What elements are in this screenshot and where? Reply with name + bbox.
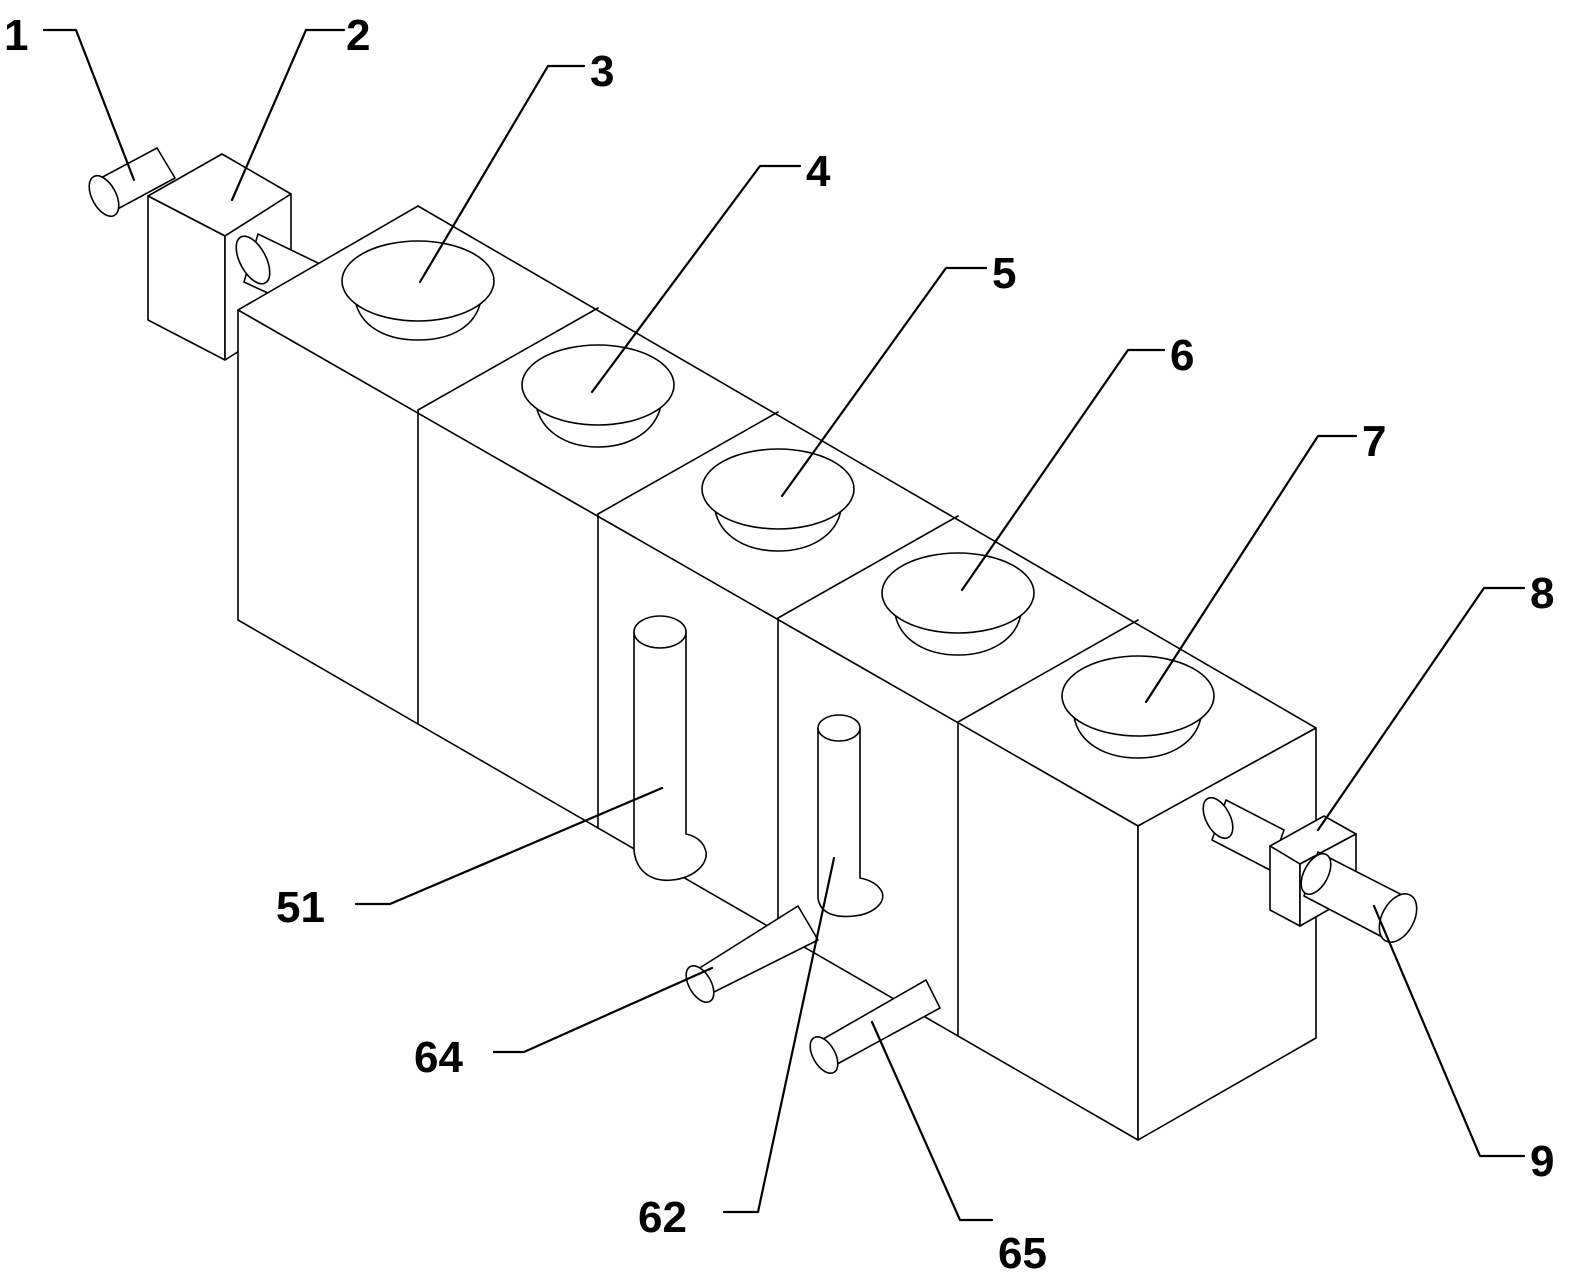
side-pipe-64 bbox=[685, 905, 819, 1003]
callout-labels: 1 2 3 4 5 6 7 8 9 51 64 62 65 bbox=[4, 11, 1554, 1278]
label-5: 5 bbox=[992, 249, 1016, 298]
label-9: 9 bbox=[1530, 1137, 1554, 1186]
label-4: 4 bbox=[806, 147, 831, 196]
label-6: 6 bbox=[1170, 331, 1194, 380]
outlet-pipe bbox=[1300, 851, 1418, 943]
lid-6 bbox=[881, 552, 1035, 656]
lid-3 bbox=[341, 240, 495, 341]
label-51: 51 bbox=[276, 883, 325, 932]
label-2: 2 bbox=[346, 11, 370, 60]
lid-7 bbox=[1061, 655, 1215, 759]
inlet-pipe bbox=[88, 147, 176, 218]
side-pipe-65 bbox=[809, 979, 941, 1074]
label-64: 64 bbox=[414, 1033, 463, 1082]
label-8: 8 bbox=[1530, 569, 1554, 618]
leader-lines bbox=[42, 28, 1526, 1222]
label-62: 62 bbox=[638, 1193, 687, 1242]
lid-5 bbox=[701, 448, 855, 552]
bent-pipe-62 bbox=[817, 714, 884, 918]
label-1: 1 bbox=[4, 11, 28, 60]
label-7: 7 bbox=[1362, 417, 1386, 466]
connector-pipe-right bbox=[1202, 796, 1285, 871]
label-65: 65 bbox=[998, 1229, 1047, 1278]
label-3: 3 bbox=[590, 47, 614, 96]
bent-pipe-51 bbox=[633, 615, 707, 881]
